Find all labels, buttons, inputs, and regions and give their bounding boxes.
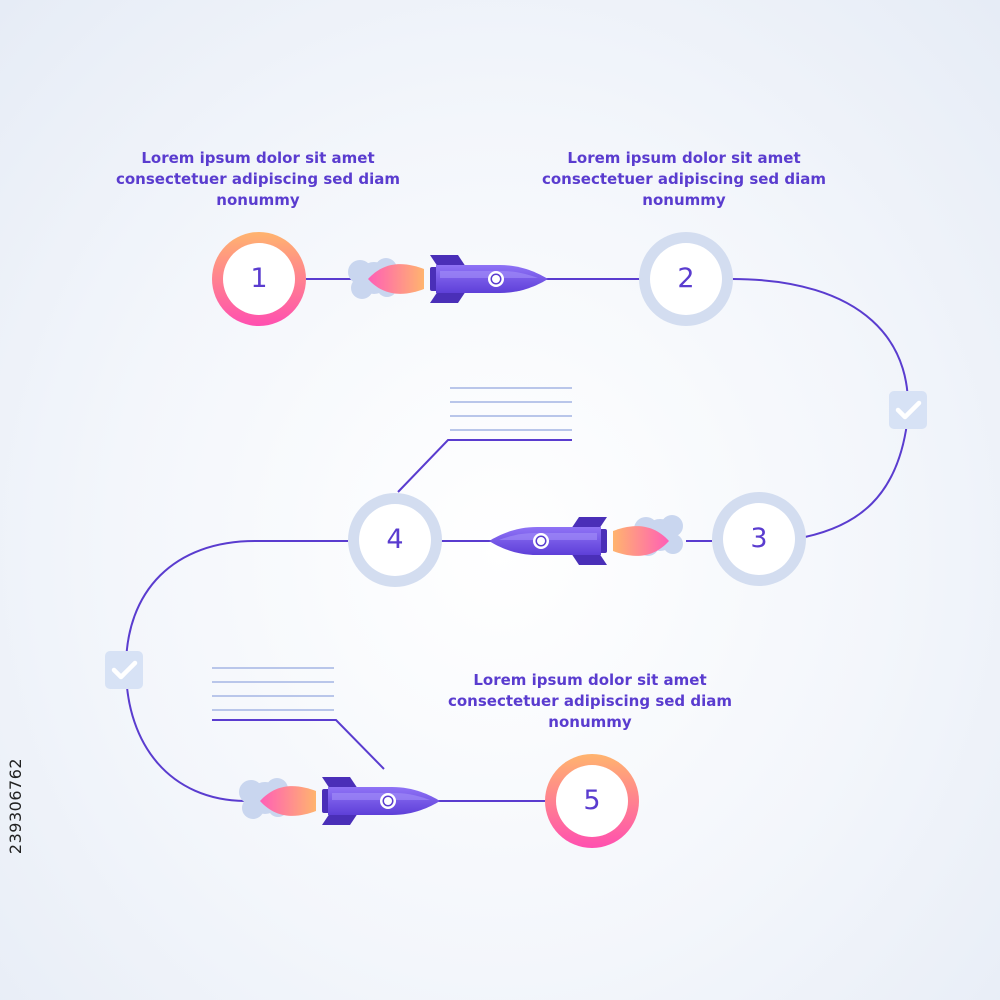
step-number-2: 2 — [677, 263, 695, 294]
caption-line: consectetuer adipiscing sed diam — [541, 170, 827, 188]
checkmark-icon — [889, 391, 927, 429]
caption-line: Lorem ipsum dolor sit amet — [141, 149, 375, 167]
caption-line: Lorem ipsum dolor sit amet — [567, 149, 801, 167]
stock-id-label: 239306762 — [6, 757, 25, 855]
step-number-3: 3 — [750, 523, 768, 554]
step-ring-3 — [712, 492, 806, 586]
step-number-4: 4 — [386, 524, 404, 555]
rocket-icon — [260, 777, 440, 825]
caption-line: nonummy — [642, 191, 726, 209]
caption-step-1: Lorem ipsum dolor sit amet consectetuer … — [88, 148, 428, 211]
placeholder-text-lines-upper — [450, 387, 572, 431]
caption-line: nonummy — [216, 191, 300, 209]
caption-step-2: Lorem ipsum dolor sit amet consectetuer … — [514, 148, 854, 211]
checkmark-icon — [105, 651, 143, 689]
step-ring-4 — [348, 493, 442, 587]
step-number-5: 5 — [583, 785, 601, 816]
step-ring-2 — [639, 232, 733, 326]
caption-step-5: Lorem ipsum dolor sit amet consectetuer … — [420, 670, 760, 733]
caption-line: nonummy — [548, 713, 632, 731]
caption-line: Lorem ipsum dolor sit amet — [473, 671, 707, 689]
step-ring-5 — [545, 754, 639, 848]
placeholder-text-lines-lower — [212, 667, 334, 711]
rocket-icon — [368, 255, 548, 303]
caption-line: consectetuer adipiscing sed diam — [115, 170, 401, 188]
callout-line-lower — [212, 719, 385, 770]
callout-line-upper — [397, 439, 572, 493]
step-ring-1 — [212, 232, 306, 326]
caption-line: consectetuer adipiscing sed diam — [447, 692, 733, 710]
step-number-1: 1 — [250, 263, 268, 294]
